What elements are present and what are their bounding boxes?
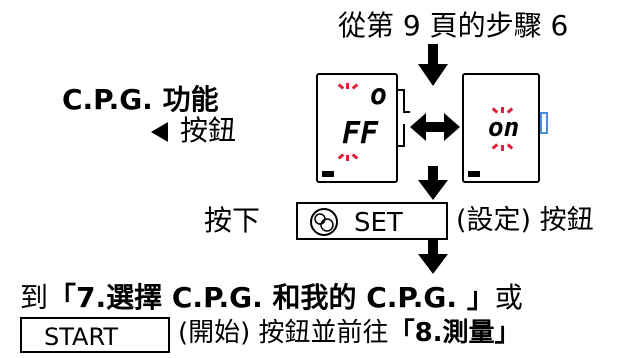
flash-ray bbox=[501, 107, 504, 113]
lcd-digits-on: on bbox=[488, 113, 520, 143]
flash-ray bbox=[337, 153, 345, 160]
down-arrow-icon bbox=[418, 166, 448, 200]
segment-bracket bbox=[396, 89, 410, 147]
set-suffix: (設定) 按鈕 bbox=[456, 205, 594, 236]
set-symbol-icon bbox=[310, 208, 338, 236]
lcd-display-on: on bbox=[462, 73, 540, 183]
left-triangle-icon bbox=[151, 122, 168, 142]
lcd-digit-bottom: FF bbox=[342, 116, 379, 151]
flash-ray bbox=[346, 155, 349, 161]
battery-side-icon bbox=[540, 112, 548, 134]
link-select-cpg[interactable]: 「7.選擇 C.P.G. 和我的 C.P.G. 」 bbox=[48, 281, 495, 314]
down-arrow-icon bbox=[418, 44, 448, 86]
start-button-label: START bbox=[44, 323, 119, 351]
link-measure[interactable]: 「8.測量」 bbox=[388, 318, 521, 348]
flash-ray bbox=[346, 83, 349, 89]
flash-ray bbox=[351, 153, 359, 160]
bottom-line-2: (開始) 按鈕並前往「8.測量」 bbox=[178, 320, 521, 346]
start-suffix: (開始) 按鈕並前往 bbox=[178, 318, 389, 348]
set-button-label: SET bbox=[354, 208, 403, 238]
button-label: 按鈕 bbox=[180, 114, 237, 147]
lcd-display-off: o FF bbox=[316, 73, 398, 183]
cpg-function-title: C.P.G. 功能 bbox=[62, 83, 219, 116]
set-button[interactable]: SET bbox=[296, 202, 448, 240]
or-label: 或 bbox=[494, 281, 523, 314]
battery-indicator bbox=[322, 171, 334, 177]
flash-ray bbox=[501, 145, 504, 151]
battery-indicator bbox=[468, 171, 480, 177]
flash-ray bbox=[337, 83, 345, 90]
lcd-digit-top: o bbox=[370, 78, 387, 111]
double-arrow-icon bbox=[410, 113, 460, 141]
flash-ray bbox=[351, 83, 359, 90]
goto-prefix: 到 bbox=[20, 281, 49, 314]
flash-ray bbox=[506, 143, 514, 150]
header-instruction: 從第 9 頁的步驟 6 bbox=[338, 9, 569, 42]
down-arrow-icon bbox=[418, 240, 448, 274]
start-button[interactable]: START bbox=[20, 317, 170, 353]
flash-ray bbox=[491, 143, 499, 150]
bottom-line-1: 到「7.選擇 C.P.G. 和我的 C.P.G. 」或 bbox=[20, 284, 523, 312]
press-label: 按下 bbox=[204, 204, 261, 237]
